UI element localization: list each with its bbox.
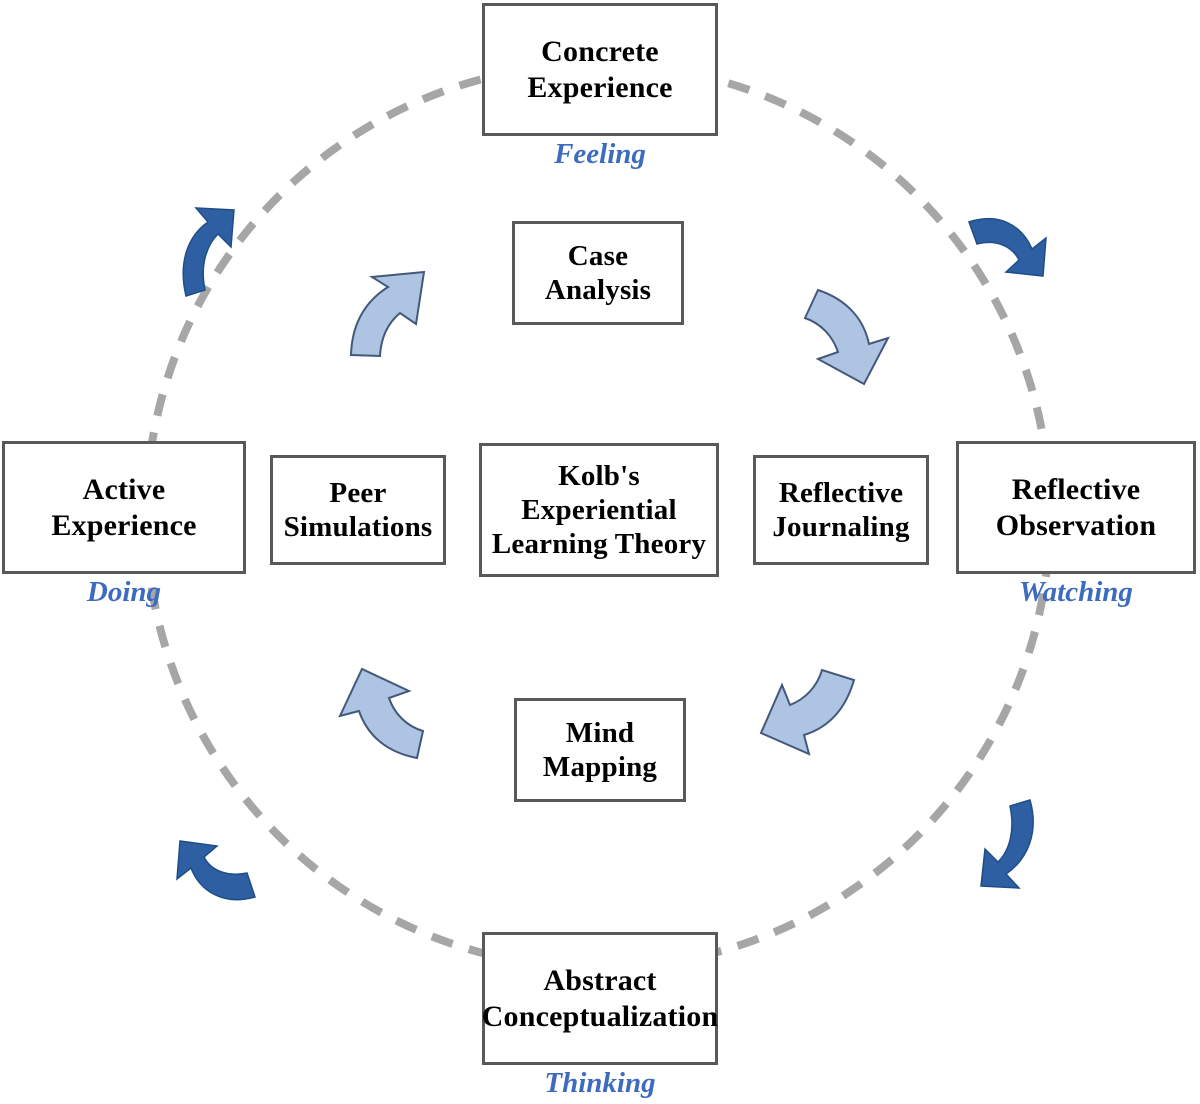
cycle-arrow-upper-left (182, 207, 235, 297)
inner-arrow-down-right (803, 288, 891, 386)
stage-box-reflective-observation[interactable]: Reflective Observation (956, 441, 1196, 574)
stage-box-abstract-conceptualization[interactable]: Abstract Conceptualization (482, 932, 718, 1065)
stage-label-reflective-observation: Reflective Observation (995, 473, 1157, 542)
mode-label-thinking: Thinking (544, 1067, 656, 1099)
activity-box-mind-mapping[interactable]: Mind Mapping (514, 698, 686, 802)
inner-arrow-up-right (349, 270, 426, 358)
activity-label-reflective-journaling: Reflective Journaling (772, 476, 910, 543)
mode-label-watching: Watching (1019, 576, 1133, 608)
cycle-arrow-lower-right (980, 799, 1034, 889)
activity-label-case-analysis: Case Analysis (544, 239, 652, 306)
stage-label-concrete-experience: Concrete Experience (527, 35, 673, 104)
stage-box-active-experience[interactable]: Active Experience (2, 441, 246, 574)
activity-box-peer-simulations[interactable]: Peer Simulations (270, 455, 446, 565)
activity-box-case-analysis[interactable]: Case Analysis (512, 221, 684, 325)
inner-arrow-down-left (759, 668, 856, 756)
stage-label-abstract-conceptualization: Abstract Conceptualization (481, 964, 719, 1033)
center-box-kolb-theory[interactable]: Kolb's Experiential Learning Theory (479, 443, 719, 577)
center-label-kolb-theory: Kolb's Experiential Learning Theory (491, 459, 707, 561)
activity-label-peer-simulations: Peer Simulations (283, 476, 433, 543)
stage-label-active-experience: Active Experience (51, 473, 197, 542)
cycle-arrow-lower-left (176, 840, 256, 901)
mode-label-doing: Doing (86, 576, 162, 608)
inner-arrow-up-left (338, 667, 425, 760)
mode-label-feeling: Feeling (554, 138, 646, 170)
activity-label-mind-mapping: Mind Mapping (542, 716, 658, 783)
stage-box-concrete-experience[interactable]: Concrete Experience (482, 3, 718, 136)
activity-box-reflective-journaling[interactable]: Reflective Journaling (753, 455, 929, 565)
cycle-arrow-upper-right (968, 218, 1047, 277)
